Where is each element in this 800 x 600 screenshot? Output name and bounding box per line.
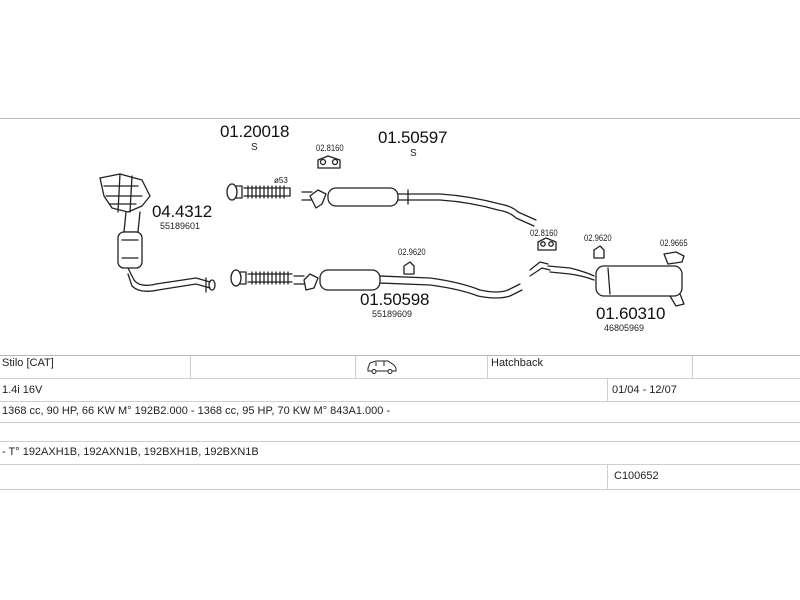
catalog-number-cell: C100652	[614, 470, 659, 482]
part-code-rear-silencer: 01.60310	[596, 304, 666, 323]
oem-manifold-cat: 55189601	[160, 221, 201, 231]
rubber-hanger-mid	[403, 261, 415, 275]
years-cell: 01/04 - 12/07	[612, 384, 677, 396]
table-row-engine: 1.4i 16V 01/04 - 12/07	[0, 379, 800, 402]
part-code-manifold-cat: 04.4312	[152, 202, 213, 221]
table-row-codes: - T° 192AXH1B, 192AXN1B, 192BXH1B, 192BX…	[0, 442, 800, 465]
ref-clamp-rear: 02.9665	[660, 238, 688, 248]
clamp-rear	[663, 251, 685, 265]
rubber-hanger-rear-a	[537, 237, 557, 251]
s-mark-front-silencer-top: S	[410, 148, 417, 159]
table-row-spacer	[0, 423, 800, 442]
engine-cell: 1.4i 16V	[2, 384, 43, 396]
diagram-frame	[0, 118, 800, 356]
lower-flex-pipe	[230, 269, 293, 287]
ref-hanger-rear-a: 02.8160	[530, 228, 558, 238]
rubber-hanger-top	[317, 155, 341, 169]
oem-rear-silencer: 46805969	[604, 323, 645, 333]
part-code-front-silencer-top: 01.50597	[378, 128, 448, 147]
part-code-front-silencer-bottom: 01.50598	[360, 290, 430, 309]
rubber-hanger-rear-b	[593, 245, 605, 259]
upper-flex-pipe	[226, 183, 291, 201]
table-row-model: Stilo [CAT] Hatchback	[0, 356, 800, 379]
s-mark-upper-pipe: S	[251, 142, 258, 153]
front-silencer-bottom	[293, 269, 523, 299]
ref-hanger-rear-b: 02.9620	[584, 233, 612, 243]
diameter-mark: ø53	[274, 176, 288, 185]
body-type-cell: Hatchback	[491, 357, 543, 369]
vehicle-info-table: Stilo [CAT] Hatchback 1.4i 16V 01/04 - 1…	[0, 356, 800, 490]
part-code-upper-pipe: 01.20018	[220, 122, 290, 141]
ref-hanger-top: 02.8160	[316, 143, 344, 153]
ref-hanger-mid: 02.9620	[398, 247, 426, 257]
oem-front-silencer-bottom: 55189609	[372, 309, 413, 319]
rear-silencer	[529, 261, 685, 307]
model-cell: Stilo [CAT]	[2, 357, 54, 369]
table-row-catalog: C100652	[0, 465, 800, 490]
table-row-specs: 1368 cc, 90 HP, 66 KW M° 192B2.000 - 136…	[0, 402, 800, 423]
front-silencer-top	[301, 187, 537, 227]
car-hatchback-icon	[367, 360, 397, 374]
specs-cell: 1368 cc, 90 HP, 66 KW M° 192B2.000 - 136…	[2, 405, 391, 417]
engine-codes-cell: - T° 192AXH1B, 192AXN1B, 192BXH1B, 192BX…	[2, 446, 259, 458]
manifold-catalyst	[99, 173, 216, 293]
